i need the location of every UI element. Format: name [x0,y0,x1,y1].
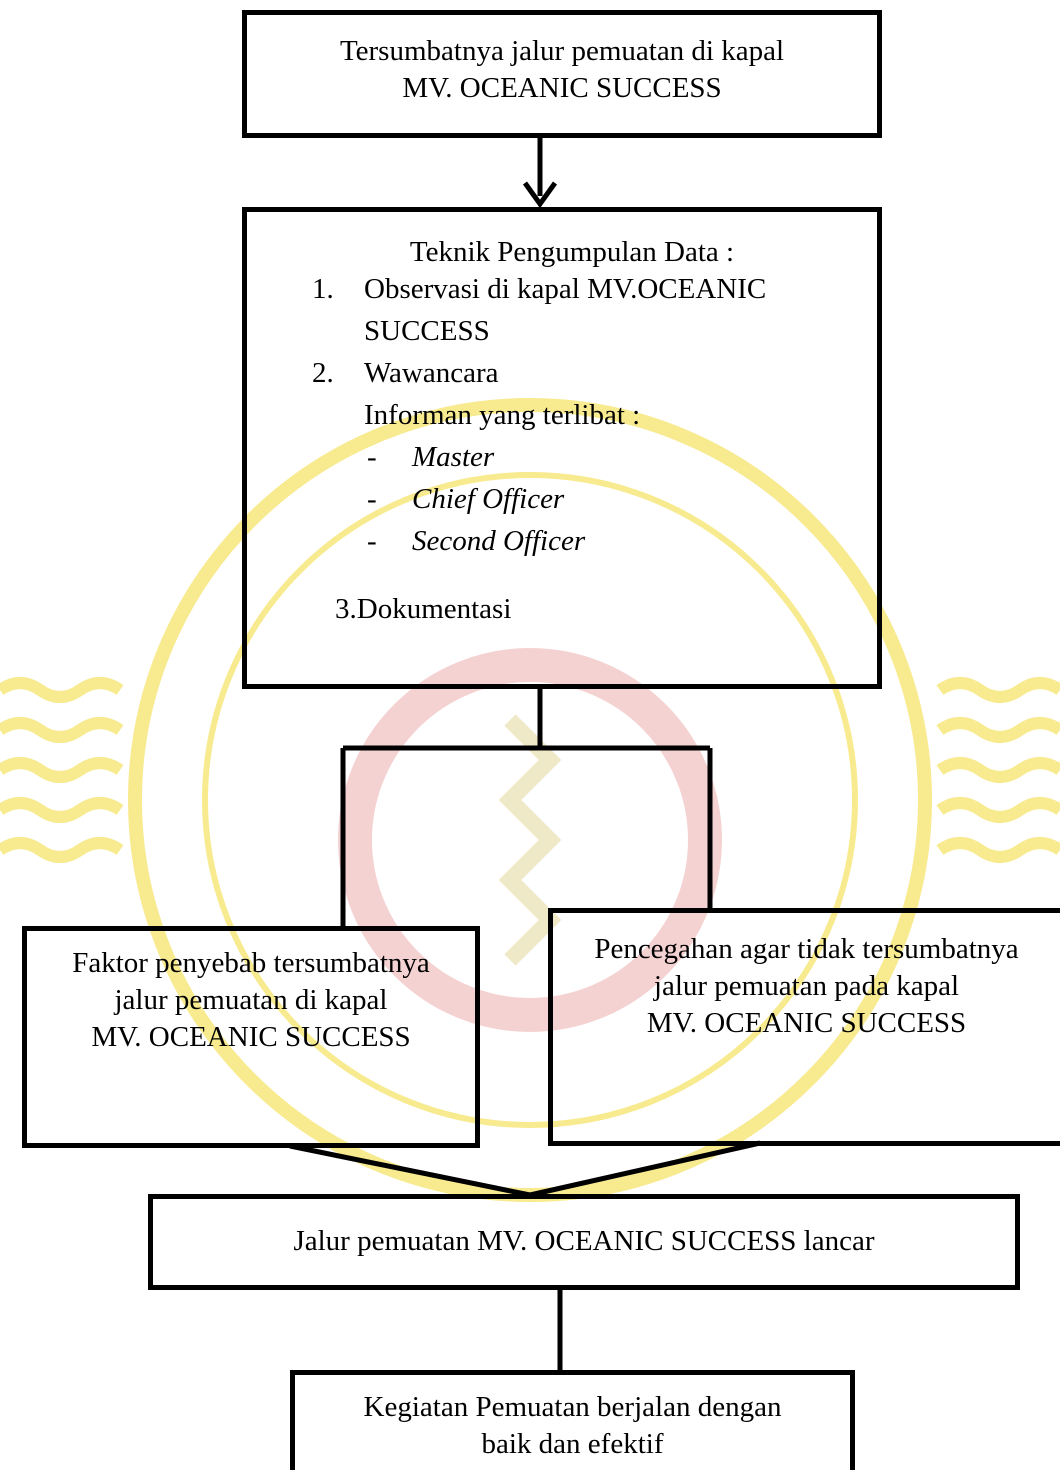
method-number-2: 2. [312,357,334,389]
informant-master: Master [412,441,495,473]
method-item-2: 2. Wawancara [247,355,877,397]
connector-prevention-to-result [529,1140,761,1198]
connector-causes-to-result [289,1143,531,1198]
result-line-1: Jalur pemuatan MV. OCEANIC SUCCESS lanca… [293,1225,875,1257]
method-item-1: 1. Observasi di kapal MV.OCEANIC [247,271,877,313]
prevention-line-2: jalur pemuatan pada kapal [653,970,960,1002]
result-box: Jalur pemuatan MV. OCEANIC SUCCESS lanca… [148,1194,1020,1290]
causes-line-3: MV. OCEANIC SUCCESS [91,1021,411,1053]
informant-item: - Second Officer [247,523,877,565]
informant-second-officer: Second Officer [412,525,586,557]
data-collection-box: Teknik Pengumpulan Data : 1. Observasi d… [242,207,882,689]
method-text-3: 3.Dokumentasi [335,593,512,625]
informant-bullet: - [367,441,377,473]
outcome-line-1: Kegiatan Pemuatan berjalan dengan [363,1391,782,1423]
outcome-line-2: baik dan efektif [481,1428,664,1460]
method-text-1-cont: SUCCESS [364,315,490,347]
prevention-line-3: MV. OCEANIC SUCCESS [646,1007,967,1039]
prevention-line-1: Pencegahan agar tidak tersumbatnya [594,933,1019,965]
method-number-1: 1. [312,273,334,305]
informant-bullet: - [367,525,377,557]
informants-label-row: Informan yang terlibat : [247,397,877,439]
arrowhead-problem-to-methods [522,181,558,209]
data-collection-heading: Teknik Pengumpulan Data : [409,236,735,268]
problem-line-1: Tersumbatnya jalur pemuatan di kapal [339,35,785,67]
informants-label: Informan yang terlibat : [364,399,641,431]
informant-bullet: - [367,483,377,515]
causes-line-2: jalur pemuatan di kapal [114,984,388,1016]
method-text-1: Observasi di kapal MV.OCEANIC [364,273,767,305]
informant-item: - Chief Officer [247,481,877,523]
causes-line-1: Faktor penyebab tersumbatnya [72,947,430,979]
informant-chief-officer: Chief Officer [412,483,565,515]
problem-box: Tersumbatnya jalur pemuatan di kapal MV.… [242,10,882,138]
prevention-box: Pencegahan agar tidak tersumbatnya jalur… [548,908,1060,1146]
informant-item: - Master [247,439,877,481]
causes-box: Faktor penyebab tersumbatnya jalur pemua… [22,926,480,1148]
method-item-3: 3.Dokumentasi [247,591,877,633]
method-text-2: Wawancara [364,357,499,389]
problem-line-2: MV. OCEANIC SUCCESS [402,72,722,104]
outcome-box: Kegiatan Pemuatan berjalan dengan baik d… [290,1370,855,1470]
method-item-1-continued: SUCCESS [247,313,877,355]
